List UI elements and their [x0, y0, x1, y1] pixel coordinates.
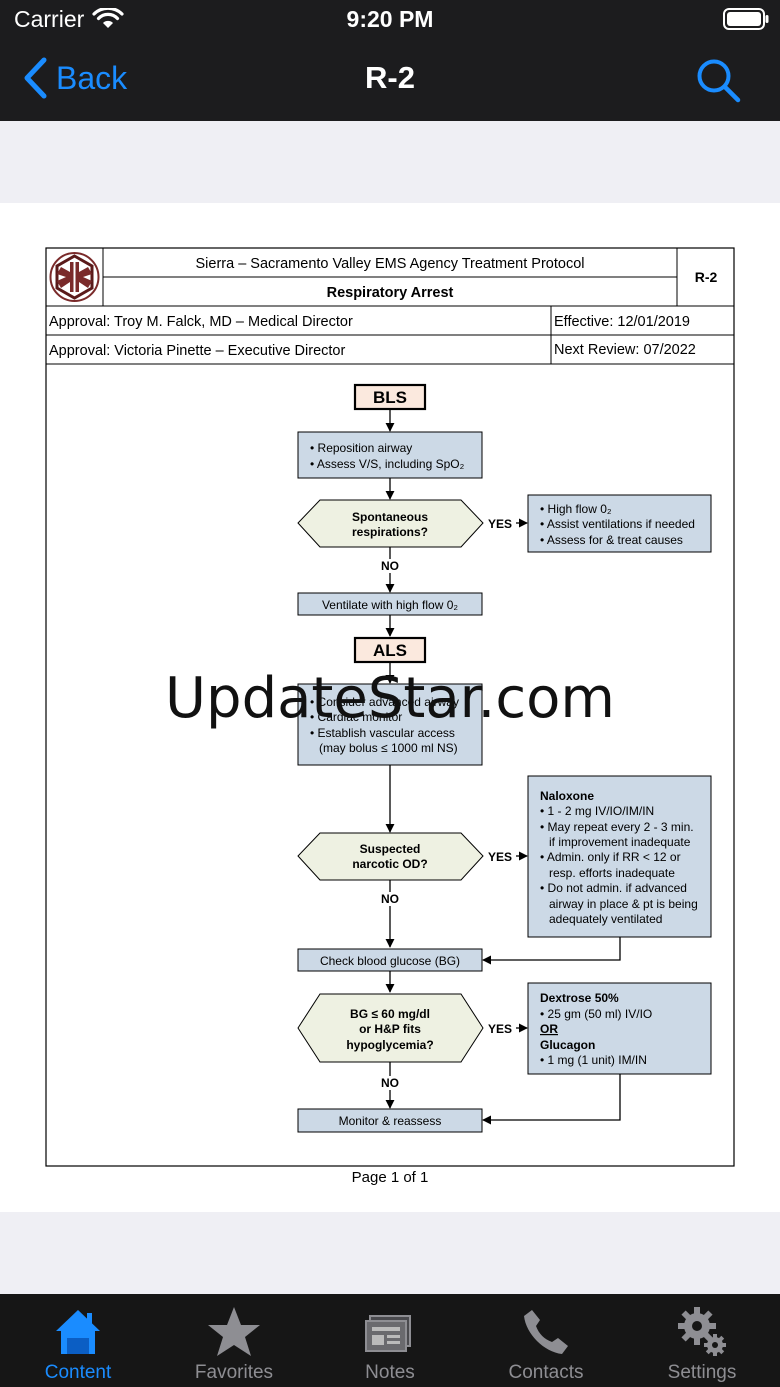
search-icon — [697, 59, 741, 103]
als-text-2: • Cardiac monitor — [310, 710, 402, 724]
dextrose-box — [527, 982, 712, 1075]
monitor-reassess-box — [297, 1108, 483, 1133]
back-button[interactable]: Back — [22, 56, 127, 100]
no-label-1: NO — [381, 559, 399, 573]
dextrose-text-1: • 25 gm (50 ml) IV/IO — [540, 1007, 652, 1021]
flow-connectors — [385, 409, 621, 1125]
naloxone-text-7: airway in place & pt is being — [549, 897, 698, 911]
dextrose-or: OR — [540, 1022, 558, 1036]
back-label: Back — [56, 59, 128, 96]
agency-title: Sierra – Sacramento Valley EMS Agency Tr… — [196, 256, 585, 272]
bls-header — [353, 383, 427, 411]
phone-icon — [524, 1310, 568, 1354]
notes-icon — [365, 1315, 411, 1352]
als-text-1: • Consider advanced airway — [310, 695, 459, 709]
protocol-page: Sierra – Sacramento Valley EMS Agency Tr… — [45, 247, 735, 1167]
tab-settings-label: Settings — [667, 1362, 737, 1383]
naloxone-text-2: • May repeat every 2 - 3 min. — [540, 820, 694, 834]
bls-label: BLS — [373, 388, 407, 407]
star-icon — [208, 1307, 260, 1356]
clock: 9:20 PM — [346, 6, 434, 32]
tab-bar: Content Favorites Notes Contacts — [0, 1294, 780, 1387]
protocol-header: Sierra – Sacramento Valley EMS Agency Tr… — [45, 247, 735, 1167]
no-label-2: NO — [381, 892, 399, 906]
yes1-text-2: • Assist ventilations if needed — [540, 517, 695, 531]
protocol-code: R-2 — [695, 269, 718, 285]
ventilate-text: Ventilate with high flow 0₂ — [322, 598, 458, 612]
dec3-text-1: BG ≤ 60 mg/dl — [350, 1007, 430, 1021]
als-text-4: (may bolus ≤ 1000 ml NS) — [319, 741, 458, 755]
tab-content-label: Content — [44, 1362, 112, 1383]
als-text-3: • Establish vascular access — [310, 726, 455, 740]
gear-icon — [678, 1307, 726, 1356]
naloxone-text-1: • 1 - 2 mg IV/IO/IM/IN — [540, 804, 654, 818]
ems-logo-icon — [49, 252, 100, 302]
box1-text-2: • Assess V/S, including SpO₂ — [310, 457, 465, 471]
check-bg-text: Check blood glucose (BG) — [320, 954, 460, 968]
search-button[interactable] — [694, 56, 742, 104]
naloxone-box — [527, 775, 712, 938]
protocol-title: Respiratory Arrest — [327, 285, 454, 301]
monitor-text: Monitor & reassess — [339, 1114, 442, 1128]
dec3-text-2: or H&P fits — [359, 1022, 421, 1036]
als-label: ALS — [373, 641, 407, 660]
reposition-airway-box — [297, 431, 483, 479]
tab-favorites-label: Favorites — [194, 1362, 274, 1383]
hypoglycemia-decision — [297, 993, 484, 1063]
naloxone-text-4: • Admin. only if RR < 12 or — [540, 850, 681, 864]
effective-date: Effective: 12/01/2019 — [554, 314, 690, 330]
home-icon — [56, 1310, 100, 1354]
navigation-bar: Back R-2 — [0, 40, 780, 121]
naloxone-title: Naloxone — [540, 789, 594, 803]
chevron-left-icon — [24, 57, 47, 99]
glucagon-title: Glucagon — [540, 1038, 595, 1052]
carrier-label: Carrier — [14, 6, 85, 32]
approval-medical-director: Approval: Troy M. Falck, MD – Medical Di… — [49, 314, 353, 330]
watermark: UpdateStar.com — [165, 666, 615, 731]
tab-contacts[interactable]: Contacts — [468, 1294, 624, 1387]
tab-contacts-label: Contacts — [508, 1362, 584, 1383]
als-interventions-box — [297, 683, 483, 766]
protocol-document[interactable]: Sierra – Sacramento Valley EMS Agency Tr… — [0, 203, 780, 1212]
dec3-text-3: hypoglycemia? — [346, 1038, 433, 1052]
approval-executive-director: Approval: Victoria Pinette – Executive D… — [49, 343, 345, 359]
naloxone-text-3: if improvement inadequate — [549, 835, 691, 849]
narcotic-od-decision — [297, 832, 484, 881]
tab-content[interactable]: Content — [0, 1294, 156, 1387]
als-header — [353, 636, 427, 664]
next-review-date: Next Review: 07/2022 — [554, 342, 696, 358]
ventilate-box — [297, 592, 483, 616]
tab-notes-label: Notes — [365, 1362, 415, 1383]
box1-text-1: • Reposition airway — [310, 441, 412, 455]
yes-label-2: YES — [488, 850, 512, 864]
high-flow-box — [527, 494, 712, 553]
spontaneous-respirations-decision — [297, 499, 484, 548]
dec2-text-2: narcotic OD? — [352, 857, 427, 871]
dextrose-title: Dextrose 50% — [540, 991, 619, 1005]
wifi-icon — [92, 8, 124, 28]
no-label-3: NO — [381, 1076, 399, 1090]
yes1-text-1: • High flow 0₂ — [540, 502, 612, 516]
yes-label-1: YES — [488, 517, 512, 531]
status-bar: Carrier 9:20 PM — [0, 0, 780, 40]
page-number: Page 1 of 1 — [351, 1169, 429, 1186]
check-blood-glucose-box — [297, 948, 483, 972]
tab-favorites[interactable]: Favorites — [156, 1294, 312, 1387]
yes1-text-3: • Assess for & treat causes — [540, 533, 683, 547]
glucagon-text-1: • 1 mg (1 unit) IM/IN — [540, 1053, 647, 1067]
dec1-text-2: respirations? — [352, 525, 428, 539]
tab-settings[interactable]: Settings — [624, 1294, 780, 1387]
naloxone-text-5: resp. efforts inadequate — [549, 866, 675, 880]
yes-label-3: YES — [488, 1022, 512, 1036]
battery-icon — [723, 8, 769, 30]
dec1-text-1: Spontaneous — [352, 510, 428, 524]
naloxone-text-6: • Do not admin. if advanced — [540, 881, 687, 895]
naloxone-text-8: adequately ventilated — [549, 912, 662, 926]
tab-notes[interactable]: Notes — [312, 1294, 468, 1387]
dec2-text-1: Suspected — [360, 842, 421, 856]
